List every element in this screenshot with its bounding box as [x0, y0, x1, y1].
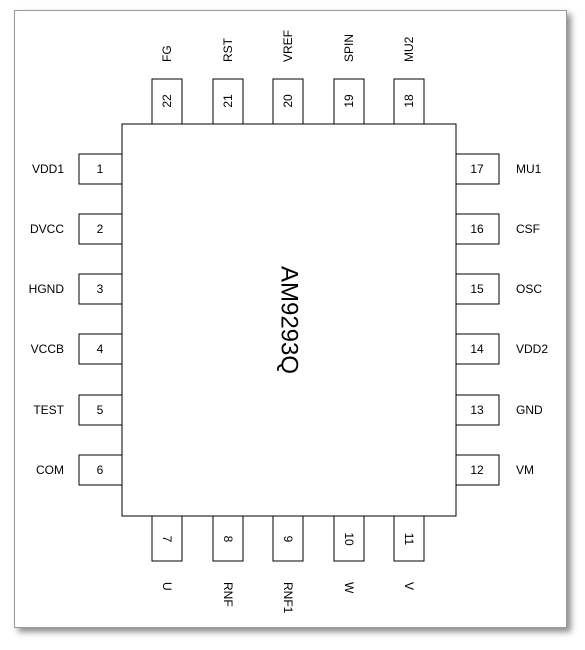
pin-number: 11: [402, 533, 416, 546]
pin-number: 14: [470, 342, 484, 356]
pin-name: RST: [221, 37, 235, 62]
pin-number: 17: [470, 162, 484, 176]
pin-number: 18: [402, 94, 416, 108]
pin-name: MU1: [516, 162, 542, 176]
pin-name: RNF1: [281, 582, 295, 614]
pin-name: VCCB: [31, 342, 64, 356]
pin-number: 20: [281, 94, 295, 108]
pin-number: 3: [97, 282, 104, 296]
pin-box: [212, 515, 244, 562]
pin-box: [78, 213, 123, 245]
pin-name: HGND: [29, 282, 65, 296]
pin-number: 19: [342, 94, 356, 108]
pin-box: [333, 78, 365, 125]
pin-number: 12: [470, 463, 484, 477]
pin-name: SPIN: [342, 34, 356, 62]
pin-name: RNF: [221, 582, 235, 607]
pin-number: 5: [97, 403, 104, 417]
pin-number: 1: [97, 162, 104, 176]
pin-box: [151, 515, 183, 562]
pin-name: V: [402, 582, 416, 590]
pin-name: COM: [36, 463, 64, 477]
pin-name: CSF: [516, 222, 540, 236]
pin-box: [455, 153, 500, 185]
pin-name: W: [342, 582, 356, 594]
pin-box: [212, 78, 244, 125]
chip-name: AM9293Q: [276, 266, 303, 374]
pin-box: [455, 273, 500, 305]
pin-name: VM: [516, 463, 534, 477]
pin-number: 7: [160, 536, 174, 543]
pin-name: MU2: [402, 36, 416, 62]
pin-number: 10: [342, 532, 356, 546]
pin-box: [455, 333, 500, 365]
pin-box: [272, 515, 304, 562]
pin-box: [151, 78, 183, 125]
pin-box: [78, 273, 123, 305]
pin-box: [455, 213, 500, 245]
pin-name: TEST: [33, 403, 64, 417]
pin-box: [455, 394, 500, 426]
pin-number: 8: [221, 536, 235, 543]
pin-number: 13: [470, 403, 484, 417]
pin-number: 2: [97, 222, 104, 236]
pin-name: VDD1: [32, 162, 64, 176]
pin-name: DVCC: [30, 222, 64, 236]
pin-number: 9: [281, 536, 295, 543]
pin-box: [272, 78, 304, 125]
pin-name: U: [160, 582, 174, 591]
pin-name: GND: [516, 403, 543, 417]
pin-name: OSC: [516, 282, 542, 296]
pin-name: VDD2: [516, 342, 548, 356]
pin-number: 22: [160, 94, 174, 108]
pin-box: [455, 454, 500, 486]
pin-number: 21: [221, 94, 235, 108]
pin-number: 6: [97, 463, 104, 477]
pin-name: FG: [160, 45, 174, 62]
pin-box: [393, 515, 425, 562]
pin-box: [78, 394, 123, 426]
pin-box: [78, 153, 123, 185]
pin-number: 15: [470, 282, 484, 296]
pin-name: VREF: [281, 30, 295, 62]
pin-box: [78, 454, 123, 486]
pin-number: 16: [470, 222, 484, 236]
pins-group: 1 VDD1 2 DVCC 3 HGND 4 VCCB 5 TEST 6 COM 12 VM 13 GND 14…: [29, 30, 549, 614]
pin-box: [78, 333, 123, 365]
pin-box: [393, 78, 425, 125]
pin-number: 4: [97, 342, 104, 356]
pin-box: [333, 515, 365, 562]
